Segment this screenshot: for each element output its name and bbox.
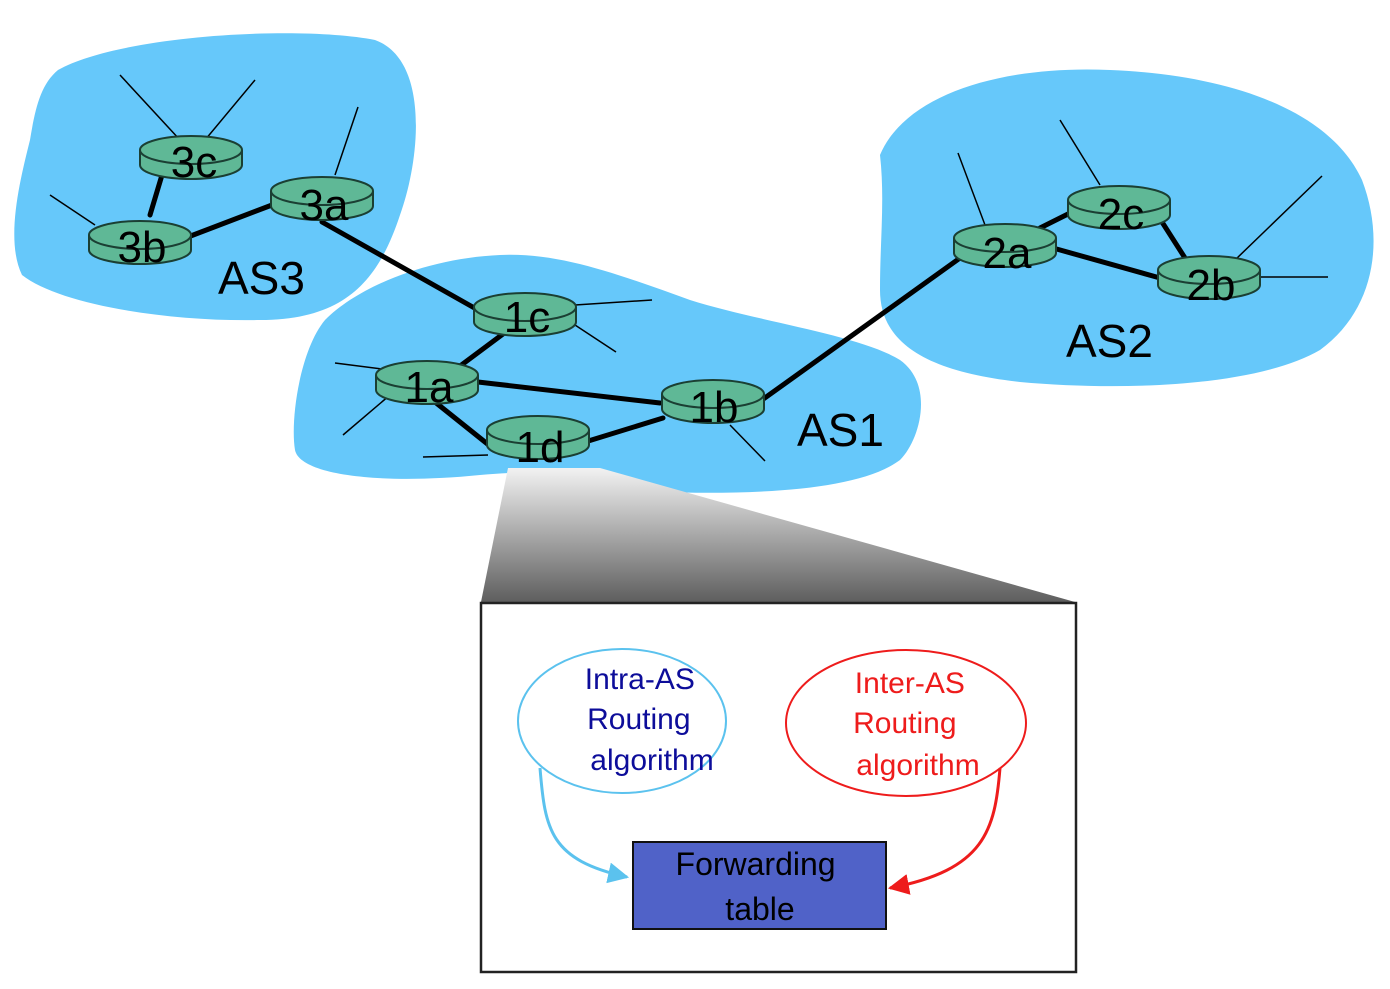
intra-to-table-arrow [538,767,630,884]
router-1a-label: 1a [405,363,454,412]
forwarding-table-line-2: table [725,891,794,927]
inter-as-line-1: Inter-AS [855,667,965,700]
router-1b-label: 1b [690,383,739,432]
router-2a: 2a [953,223,1057,278]
router-3c-label: 3c [171,138,217,187]
router-links [147,172,1188,453]
router-3b: 3b [88,220,192,272]
router-1c: 1c [473,292,577,342]
as1-cloud [293,254,921,493]
router-2b-label: 2b [1187,261,1236,310]
router-1d: 1d [486,415,590,472]
router-2b: 2b [1157,255,1261,310]
router-1a: 1a [375,360,479,412]
router-2a-label: 2a [983,229,1032,278]
router-1c-label: 1c [504,293,550,342]
zoom-projection [481,468,1075,602]
router-2c: 2c [1067,185,1171,239]
intra-as-line-2: Routing [587,703,690,736]
inter-as-algorithm-text: Inter-AS Routing algorithm [853,667,980,782]
as2-label: AS2 [1066,315,1153,367]
intra-as-algorithm-ellipse [517,648,727,794]
router-3a-label: 3a [300,181,349,230]
inter-as-algorithm-ellipse [785,649,1027,797]
as1-label: AS1 [797,404,884,456]
as3-label: AS3 [218,252,305,304]
inter-to-table-arrow [887,767,1002,895]
router-3c: 3c [139,135,243,187]
forwarding-table [632,841,887,930]
intra-as-algorithm-text: Intra-AS Routing algorithm [585,663,714,777]
router-2c-label: 2c [1098,190,1144,239]
intra-as-line-1: Intra-AS [585,663,695,696]
inter-as-line-2: Routing [853,707,956,740]
forwarding-table-text: Forwarding table [676,846,845,927]
router-1b: 1b [661,379,765,432]
inter-as-line-3: algorithm [856,749,979,782]
host-links [49,74,1328,462]
router-3a: 3a [270,176,374,230]
forwarding-table-line-1: Forwarding [676,846,836,882]
router-3b-label: 3b [118,223,167,272]
intra-as-line-3: algorithm [590,744,713,777]
router-1d-label: 1d [516,423,565,472]
